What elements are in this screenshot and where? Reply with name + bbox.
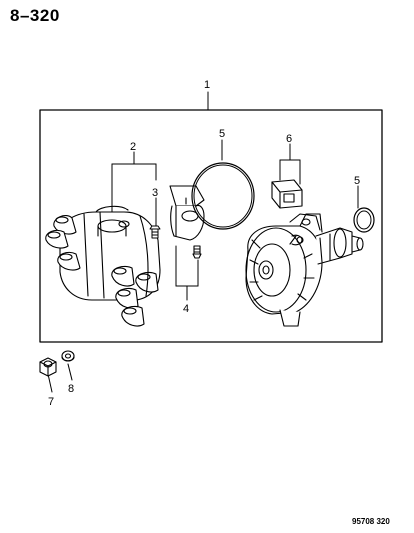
washer — [61, 350, 75, 362]
callout-6: 6 — [286, 133, 292, 145]
callout-3: 3 — [152, 187, 158, 199]
distributor-cap — [45, 205, 161, 327]
nut — [39, 357, 57, 377]
assembly-frame — [39, 109, 383, 343]
callout-2: 2 — [130, 141, 136, 153]
callout-5a: 5 — [219, 128, 225, 140]
leader-8 — [67, 363, 73, 381]
leader-2 — [111, 151, 157, 213]
figure-code: 95708 320 — [352, 517, 390, 526]
leader-6 — [279, 143, 301, 185]
callout-5b: 5 — [354, 175, 360, 187]
rotor — [169, 185, 205, 259]
callout-1: 1 — [204, 79, 210, 91]
shaft-o-ring — [353, 207, 375, 233]
callout-8: 8 — [68, 383, 74, 395]
leader-7 — [47, 373, 53, 393]
housing-o-ring — [191, 162, 255, 230]
sensor-clip — [271, 179, 303, 209]
page-number: 8–320 — [10, 6, 60, 25]
cap-screw — [149, 225, 161, 239]
leader-4 — [175, 245, 199, 301]
callout-4: 4 — [183, 303, 189, 315]
distributor-housing — [245, 213, 364, 327]
callout-7: 7 — [48, 396, 54, 408]
